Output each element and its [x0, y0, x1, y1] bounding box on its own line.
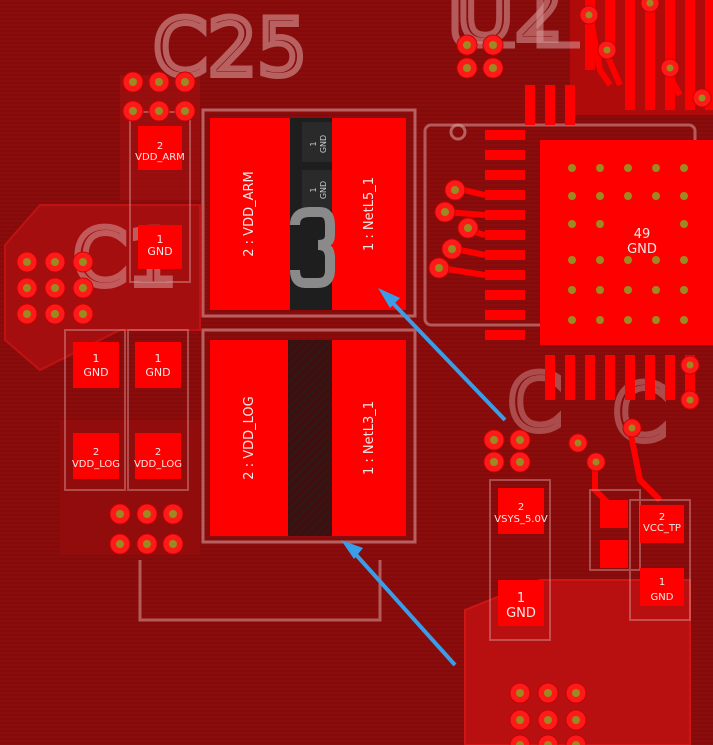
gnd-pad-a-num: 1: [309, 141, 318, 146]
vias: [16, 0, 712, 745]
gnd-pad-b-num: 1: [309, 187, 318, 192]
pad-gnd-bottom[interactable]: [498, 580, 544, 626]
pad-number: 1: [517, 591, 525, 606]
pad-net: VDD_ARM: [135, 152, 185, 163]
pad-gnd-tp[interactable]: [640, 568, 684, 606]
pad-number: 2: [659, 512, 665, 523]
pad-net: VDD_LOG: [72, 459, 120, 470]
pad-number: 2: [155, 447, 161, 458]
pad1-net-label: 1 : NetL3_1: [362, 401, 377, 475]
annotation-arrows: [341, 288, 507, 667]
ic-top-pins: [525, 0, 713, 125]
capacitor-arm[interactable]: [201, 108, 417, 318]
ic-left-pins: [485, 130, 525, 340]
ic-exposed-pad: [540, 140, 713, 345]
gnd-pad-b-net: GND: [319, 181, 328, 199]
pad-number: 2: [518, 502, 524, 513]
ref-c-right: C: [613, 369, 667, 459]
pad-gnd-left-1[interactable]: [73, 342, 119, 388]
pad-vsys[interactable]: [498, 488, 544, 534]
ic-bottom-pins: [545, 355, 695, 400]
small-pads-misc: [600, 500, 628, 568]
pad-net: GND: [627, 242, 657, 257]
pad-net: VDD_LOG: [134, 459, 182, 470]
gnd-pad-a-net: GND: [319, 135, 328, 153]
pad-vcc-tp[interactable]: [640, 505, 684, 543]
pad-number: 1: [157, 233, 164, 246]
pad-vdd-log-2[interactable]: [135, 433, 181, 479]
pad1-net-label: 1 : NetL5_1: [362, 177, 377, 251]
capacitor-log[interactable]: [201, 328, 417, 544]
pad-number: 2: [93, 447, 99, 458]
pad-gnd-left-2[interactable]: [135, 342, 181, 388]
pad-vdd-arm-small[interactable]: [138, 126, 182, 170]
pad-net: GND: [651, 592, 674, 603]
pad-number: 49: [634, 227, 651, 242]
pad2-net-label: 2 : VDD_ARM: [242, 171, 257, 256]
pad-net: VSYS_5.0V: [494, 514, 548, 525]
pad-net: VCC_TP: [643, 523, 681, 534]
pad-net: GND: [147, 245, 172, 258]
small-cap-outlines: [64, 111, 691, 641]
pad-gnd-small-1[interactable]: [138, 225, 182, 269]
pad2-net-label: 2 : VDD_LOG: [242, 396, 257, 479]
pad-net: GND: [506, 606, 536, 621]
pad-number: 1: [155, 352, 162, 365]
pad-number: 1: [93, 352, 100, 365]
pad-number: 2: [157, 141, 163, 152]
pad-number: 1: [659, 577, 665, 588]
pad-net: GND: [83, 366, 108, 379]
pad-vdd-log-1[interactable]: [73, 433, 119, 479]
pad-net: GND: [145, 366, 170, 379]
